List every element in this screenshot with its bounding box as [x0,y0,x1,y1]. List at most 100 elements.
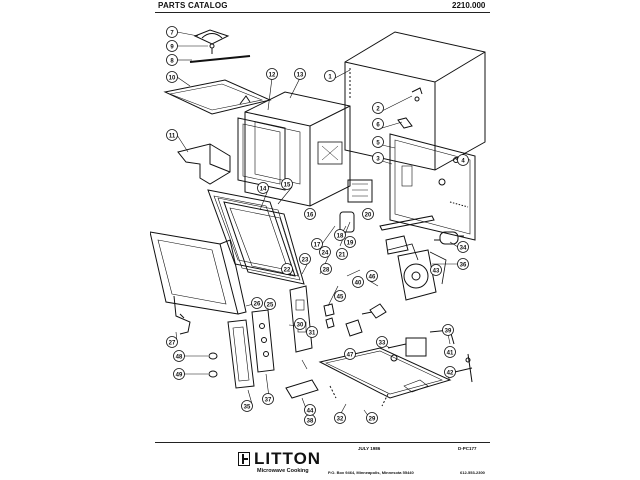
callout-label: 25 [267,302,274,308]
callout-label: 43 [433,268,440,274]
callout-label: 5 [376,140,380,146]
callout-45: 45 [334,290,346,302]
callout-12: 12 [266,68,278,80]
hardware-pieces [329,87,459,407]
brand-subtitle: Microwave Cooking [257,468,309,474]
callout-label: 45 [337,294,344,300]
cavity-front-frame [237,117,286,191]
callout-label: 7 [170,30,174,36]
callout-label: 38 [307,418,314,424]
callout-label: 9 [170,44,174,50]
header-rule [155,12,490,13]
callout-label: 47 [347,352,354,358]
callout-label: 17 [314,242,321,248]
transformer-fan [387,243,447,301]
callout-31: 31 [306,326,318,338]
footer-rule [155,442,490,443]
callout-label: 2 [376,106,380,112]
litton-logo-icon [238,452,250,466]
callout-label: 10 [169,75,176,81]
callout-label: 28 [323,267,330,273]
control-board [251,309,275,373]
outer-cabinet [344,31,486,171]
door-assembly [150,231,247,315]
callout-38: 38 [304,414,316,426]
knobs [208,352,218,378]
brand-name: LITTON [254,449,322,468]
callout-label: 31 [309,330,316,336]
callout-label: 44 [307,408,314,414]
callout-label: 30 [297,322,304,328]
callout-7: 7 [166,26,178,38]
callout-label: 20 [365,212,372,218]
callout-46: 46 [366,270,378,282]
callout-32: 32 [334,412,346,424]
callout-label: 15 [284,182,291,188]
capacitor [434,231,464,245]
callout-label: 41 [447,350,454,356]
callout-15: 15 [281,178,293,190]
callout-42: 42 [444,366,456,378]
callout-39: 39 [442,324,454,336]
latch-arm [173,295,191,335]
callout-40: 40 [352,276,364,288]
stirrer-assembly [189,29,251,63]
callout-18: 18 [334,229,346,241]
callout-2: 2 [372,102,384,114]
callout-label: 21 [339,252,346,258]
callout-37: 37 [262,393,274,405]
callout-16: 16 [304,208,316,220]
wire-bar [379,215,435,231]
callout-43: 43 [430,264,442,276]
callout-label: 48 [176,354,183,360]
callout-label: 32 [337,416,344,422]
callout-label: 40 [355,280,362,286]
callout-label: 22 [284,267,291,273]
fan-blade [323,303,387,337]
callout-11: 11 [166,129,178,141]
callout-24: 24 [319,246,331,258]
back-panel [389,133,476,241]
callout-34: 34 [457,241,469,253]
callout-label: 29 [369,416,376,422]
callout-30: 30 [294,318,306,330]
footer-phone: 612-553-2300 [460,470,485,475]
callout-label: 3 [376,156,380,162]
callout-label: 34 [460,245,467,251]
callout-label: 23 [302,257,309,263]
callout-label: 1 [328,74,332,80]
callout-label: 49 [176,372,183,378]
callout-1: 1 [324,70,336,82]
callout-label: 18 [337,233,344,239]
callout-label: 39 [445,328,452,334]
callout-10: 10 [166,71,178,83]
callout-26: 26 [251,297,263,309]
callout-27: 27 [166,336,178,348]
callout-label: 8 [170,58,174,64]
callout-label: 37 [265,397,272,403]
callout-label: 42 [447,370,454,376]
callout-4: 4 [457,154,469,166]
callout-33: 33 [376,336,388,348]
tray [163,79,272,115]
callout-17: 17 [311,238,323,250]
thermal-part [339,211,355,233]
callout-20: 20 [362,208,374,220]
footer-date: JULY 1986 [358,446,381,451]
callout-36: 36 [457,258,469,270]
callout-label: 16 [307,212,314,218]
footer-code: D-PC177 [458,446,477,451]
callout-22: 22 [281,263,293,275]
callout-label: 27 [169,340,176,346]
callout-label: 35 [244,404,251,410]
catalog-title: PARTS CATALOG [158,1,228,10]
magnetron [347,179,373,203]
callout-label: 4 [461,158,465,164]
callout-21: 21 [336,248,348,260]
fuse [285,379,319,399]
callout-label: 24 [322,250,329,256]
callout-29: 29 [366,412,378,424]
callout-label: 11 [169,133,176,139]
